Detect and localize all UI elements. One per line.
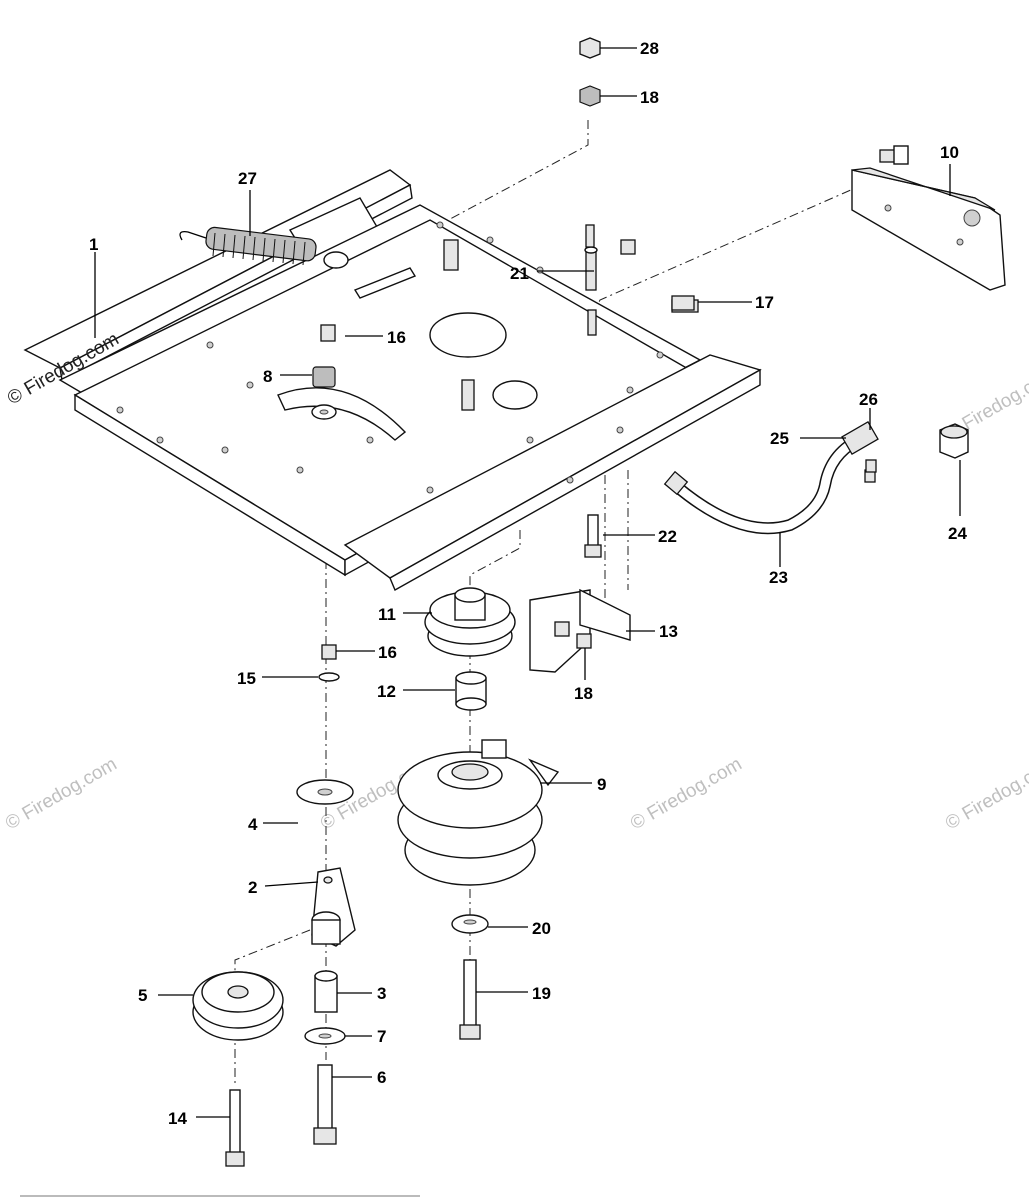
leader-lines xyxy=(94,47,961,1118)
callout-13: 13 xyxy=(659,622,678,641)
part-20-washer xyxy=(451,914,489,934)
callout-27: 27 xyxy=(238,169,257,188)
part-7-washer xyxy=(304,1027,346,1045)
callout-15: 15 xyxy=(237,669,256,688)
part-10-bracket xyxy=(851,145,1006,291)
watermark: © Firedog.com xyxy=(2,754,121,835)
part-14-bolt xyxy=(225,1089,245,1167)
callout-10: 10 xyxy=(940,143,959,162)
callout-4: 4 xyxy=(248,815,258,834)
part-5-pulley xyxy=(192,971,284,1041)
callout-21: 21 xyxy=(510,264,529,283)
callout-3: 3 xyxy=(377,984,386,1003)
part-3-sleeve xyxy=(314,970,338,1013)
part-4-washer xyxy=(296,779,354,805)
part-19-bolt xyxy=(459,959,481,1040)
callout-8: 8 xyxy=(263,367,272,386)
part-13-bracket xyxy=(529,588,631,673)
callout-11: 11 xyxy=(378,605,396,624)
top-nuts xyxy=(579,37,601,107)
callout-26: 26 xyxy=(859,390,878,409)
part-15-washer xyxy=(318,672,340,682)
callout-22: 22 xyxy=(658,527,677,546)
part-11-pulley xyxy=(424,587,516,657)
callout-20: 20 xyxy=(532,919,551,938)
part-12-spacer xyxy=(455,671,487,711)
callout-16: 16 xyxy=(387,328,406,347)
part-24-nut xyxy=(939,423,969,459)
callout-5: 5 xyxy=(138,986,147,1005)
part-1-side-rail xyxy=(23,169,413,382)
callout-9: 9 xyxy=(597,775,606,794)
callout-24: 24 xyxy=(948,524,967,543)
part-2-arm xyxy=(311,867,356,947)
part-27-spring xyxy=(179,226,349,269)
part-26-bolt xyxy=(865,459,877,473)
callout-6: 6 xyxy=(377,1068,386,1087)
callout-17: 17 xyxy=(755,293,774,312)
callout-19: 19 xyxy=(532,984,551,1003)
callout-12: 12 xyxy=(377,682,396,701)
part-22-bolt xyxy=(584,514,602,558)
callouts: 28 18 10 27 1 21 17 16 8 26 25 22 23 24 … xyxy=(89,39,967,1128)
callout-2: 2 xyxy=(248,878,257,897)
part-16-nut xyxy=(321,644,337,660)
watermark: © Firedog.com xyxy=(627,754,746,835)
callout-18: 18 xyxy=(640,88,659,107)
part-23-hose xyxy=(663,420,879,535)
watermark: © Firedog.com xyxy=(942,754,1029,835)
callout-23: 23 xyxy=(769,568,788,587)
deck-plate xyxy=(58,204,762,591)
callout-1: 1 xyxy=(89,235,98,254)
callout-14: 14 xyxy=(168,1109,187,1128)
part-17-bolt xyxy=(671,295,695,311)
callout-16: 16 xyxy=(378,643,397,662)
callout-18: 18 xyxy=(574,684,593,703)
callout-25: 25 xyxy=(770,429,789,448)
part-6-bolt xyxy=(313,1064,337,1145)
part-21-bolt xyxy=(585,224,595,248)
plate-holes xyxy=(116,221,664,494)
callout-7: 7 xyxy=(377,1027,386,1046)
callout-28: 28 xyxy=(640,39,659,58)
part-9-clutch xyxy=(397,739,560,886)
